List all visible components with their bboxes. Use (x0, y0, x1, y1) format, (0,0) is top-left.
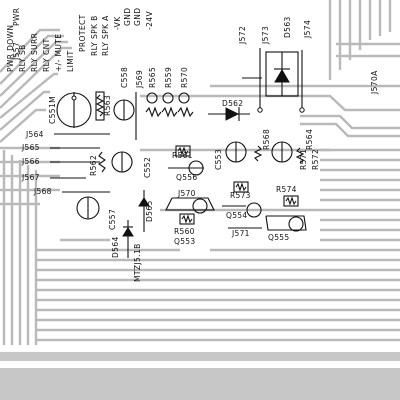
ref-r561: R561 (172, 151, 193, 160)
ref-r568: R568 (262, 129, 271, 150)
ref-q553: Q553 (174, 237, 195, 246)
ref-j566: J566 (21, 157, 40, 166)
signal-label-minus-24v: -24V (145, 11, 154, 30)
cluster-r562-c552: R562 C552 (89, 151, 152, 178)
ref-r563: R563 (103, 95, 112, 116)
ref-d562: D562 (222, 99, 243, 108)
ref-q555: Q555 (268, 233, 289, 242)
horizontal-bus-lines (36, 238, 400, 342)
ref-r565: R565 (148, 67, 157, 88)
pad (299, 107, 305, 113)
resistor-r565-symbol (145, 106, 162, 118)
signal-label-rly-cnt: RLY CNT (42, 38, 51, 72)
signal-label-vk: -VK (113, 16, 122, 30)
transistor-q555 (288, 216, 304, 232)
ref-j565: J565 (21, 143, 40, 152)
ground-plane (0, 368, 400, 400)
signal-label-gnd-1: GND (123, 8, 132, 26)
cluster-c557-d565: C557 D565 D564 MTZJ5.1B R560 Q553 (76, 190, 195, 282)
resistor-r570-symbol (177, 106, 194, 118)
signal-label-limit: LIMIT (66, 50, 75, 72)
ref-r559: R559 (164, 67, 173, 88)
signal-label-rly-spk-b: RLY SPK B (90, 15, 99, 56)
ref-c557: C557 (108, 209, 117, 230)
ref-r560: R560 (174, 227, 195, 236)
diagonal-trace-bundle (0, 28, 72, 143)
ref-r562: R562 (89, 155, 98, 176)
ref-r574: R574 (276, 185, 297, 194)
resistor-r562-symbol (98, 151, 106, 173)
ref-j570: J570 (177, 189, 196, 198)
resistor-row: R565 R559 R570 (145, 67, 194, 118)
pad (257, 107, 263, 113)
ref-j570a: J570A (370, 70, 379, 95)
ref-j571: J571 (231, 229, 250, 238)
top-right-traces (328, 0, 400, 80)
jumper-j569: J569 (135, 70, 144, 140)
resistor-r559-symbol (161, 106, 178, 118)
ref-j572: J572 (238, 26, 247, 45)
cluster-r561-q556: R561 Q556 (168, 145, 204, 182)
signal-label-protect: PROTECT (78, 14, 87, 52)
ref-c558: C558 (120, 67, 129, 88)
signal-labels-left: J557 PWR PWR DOWN RLY SB RLY SURR RLY CN… (6, 8, 75, 72)
signal-labels-right: PROTECT RLY SPK B RLY SPK A -VK GND GND … (78, 8, 154, 56)
signal-label-rly-surr: RLY SURR (30, 33, 39, 72)
cluster-c553: C553 R568 R571 R572 R564 (214, 129, 320, 170)
signal-label-pwr: PWR (12, 8, 21, 26)
signal-label-pwr-down: PWR DOWN (6, 25, 15, 72)
ref-mtzj5-1b: MTZJ5.1B (133, 243, 142, 282)
transistor-q554 (246, 202, 262, 218)
top-right-refs: J572 J573 D563 J574 J570A (238, 16, 379, 95)
ref-j564: J564 (25, 130, 44, 139)
ref-j574: J574 (303, 20, 312, 39)
ref-j567: J567 (21, 173, 40, 182)
ref-j569: J569 (135, 70, 144, 89)
capacitor-c551m: C551M (48, 92, 92, 128)
ref-d564: D564 (111, 236, 120, 258)
ref-r573: R573 (230, 191, 251, 200)
cluster-j570-q554: J570 R573 Q554 (165, 181, 262, 220)
ref-r570: R570 (180, 67, 189, 88)
diode-d562: D562 (208, 99, 250, 121)
ref-c552: C552 (143, 157, 152, 178)
capacitor-c558: C558 (113, 67, 135, 121)
cluster-r574-q555: R574 Q555 J571 (228, 185, 307, 242)
signal-label-mute: +/- MUTE (54, 34, 63, 72)
ref-j568: J568 (33, 187, 52, 196)
ref-c551m: C551M (48, 96, 57, 124)
mid-trace-runs (0, 84, 400, 242)
ref-d563: D563 (283, 16, 292, 38)
ref-j573: J573 (261, 26, 270, 45)
ref-q554: Q554 (226, 211, 247, 220)
signal-label-rly-sb: RLY SB (18, 44, 27, 72)
ref-d565: D565 (145, 200, 154, 222)
ref-r571: R571 (299, 149, 308, 170)
left-jumper-labels: J564 J565 J566 J567 J568 (21, 130, 110, 196)
ref-q556: Q556 (176, 173, 197, 182)
signal-label-j557: J557 (12, 42, 21, 61)
ref-r564: R564 (305, 129, 314, 150)
jumper-lines-top-right (242, 48, 305, 113)
ref-c553: C553 (214, 149, 223, 170)
ref-r572: R572 (311, 149, 320, 170)
resistor-r563: R563 (95, 91, 112, 121)
ground-band (0, 352, 400, 361)
signal-label-gnd-2: GND (133, 8, 142, 26)
signal-label-rly-spk-a: RLY SPK A (101, 15, 110, 56)
